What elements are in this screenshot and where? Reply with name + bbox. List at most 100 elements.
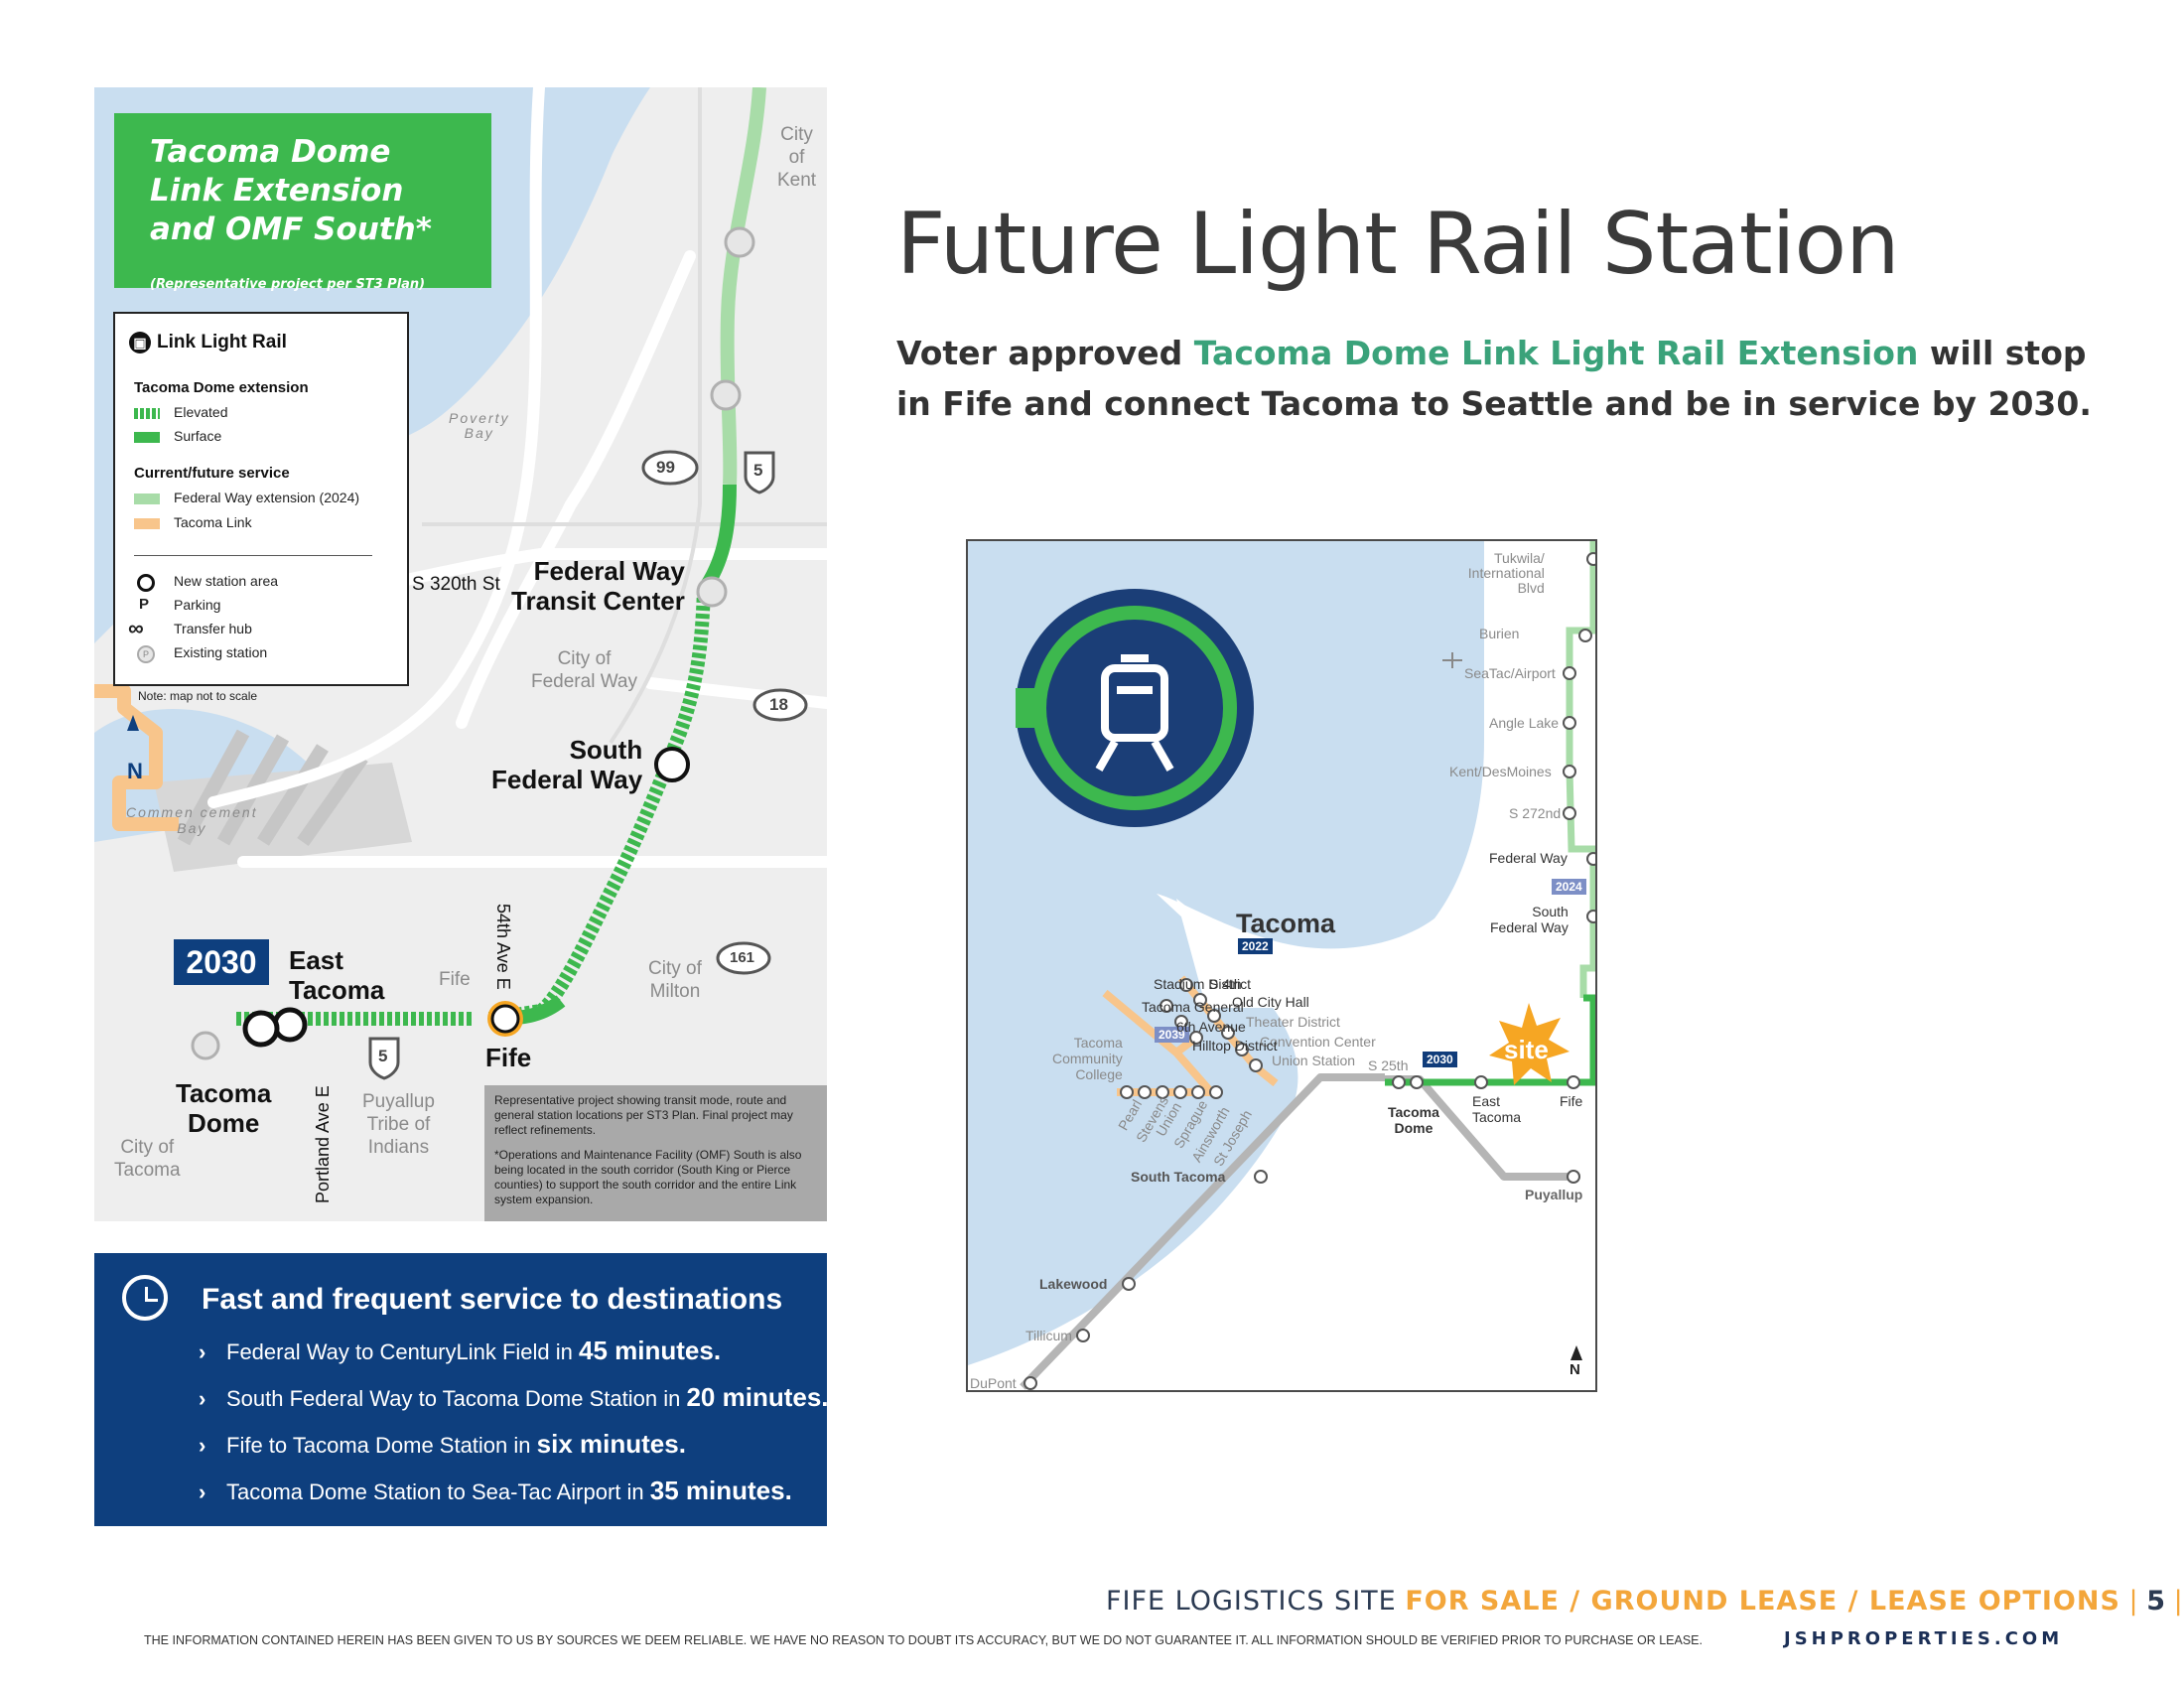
rstn-tukwila-line-1: Tukwila/: [1494, 550, 1545, 566]
service-item: ›Tacoma Dome Station to Sea-Tac Airport …: [199, 1476, 792, 1506]
rstn-union-station: Union Station: [1272, 1053, 1356, 1068]
legend-tacoma-link-label: Tacoma Link: [174, 514, 252, 530]
service-item-time: 35 minutes.: [649, 1476, 792, 1505]
place-tacoma-line-2: Tacoma: [114, 1160, 181, 1181]
rstn-seatac: SeaTac/Airport: [1464, 665, 1556, 681]
rstn-burien: Burien: [1479, 626, 1520, 641]
rstn-stadium: Stadium District: [1154, 976, 1252, 992]
rstn-tcc-line-3: College: [1075, 1066, 1123, 1082]
place-city-of-federal-way: City of Federal Way: [531, 647, 637, 693]
station-tacoma-dome: Tacoma Dome: [176, 1078, 271, 1138]
chevron-right-icon: ›: [199, 1433, 206, 1458]
rstn-sfw-line-2: Federal Way: [1490, 919, 1569, 935]
map-title-line-1: Tacoma Dome: [150, 134, 391, 170]
intro-text: Voter approved Tacoma Dome Link Light Ra…: [896, 328, 2117, 429]
badge-2039: 2039: [1155, 1027, 1189, 1043]
shield-5-south: 5: [378, 1047, 388, 1065]
chevron-right-icon: ›: [199, 1339, 206, 1364]
rstn-east-tacoma: East Tacoma: [1472, 1093, 1521, 1125]
legend-heading-text: Link Light Rail: [157, 332, 287, 353]
regional-rail-map: Tacoma site N 2022 2039 2030 2024 Tukwil…: [966, 539, 1597, 1392]
rstn-s25th: S 25th: [1368, 1057, 1409, 1073]
rstn-s272: S 272nd: [1509, 805, 1562, 821]
rstn-s4th: S 4th: [1209, 976, 1242, 992]
service-heading: Fast and frequent service to destination…: [202, 1283, 783, 1316]
link-extension-map: Tacoma Dome Link Extension and OMF South…: [94, 87, 827, 1221]
footer-end-bar: |: [2173, 1586, 2183, 1617]
badge-2030: 2030: [1423, 1052, 1457, 1067]
place-commencement-line-1: Commen cement: [126, 804, 258, 820]
footer-site: FIFE LOGISTICS SITE: [1106, 1586, 1397, 1617]
map-title-box: Tacoma Dome Link Extension and OMF South…: [114, 113, 491, 292]
badge-2024: 2024: [1552, 879, 1586, 895]
rstn-dupont: DuPont: [970, 1375, 1017, 1391]
station-east-tacoma-line-1: East: [289, 945, 343, 975]
place-commencement-bay: Commen cement Bay: [126, 804, 258, 836]
footer-options: FOR SALE / GROUND LEASE / LEASE OPTIONS: [1405, 1586, 2120, 1617]
place-kent-line-2: of: [788, 147, 805, 168]
rstn-tillicum: Tillicum: [1025, 1328, 1072, 1343]
place-poverty-bay-line-1: Poverty: [449, 410, 510, 426]
site-label: site: [1504, 1035, 1549, 1064]
rstn-tacoma-dome-line-1: Tacoma: [1388, 1104, 1439, 1120]
map-subtitle: (Representative project per ST3 Plan): [150, 277, 426, 292]
service-item: ›South Federal Way to Tacoma Dome Statio…: [199, 1382, 829, 1413]
service-item-text: Fife to Tacoma Dome Station in: [226, 1433, 537, 1458]
page-title: Future Light Rail Station: [896, 195, 1900, 294]
place-puyallup-line-2: Tribe of: [366, 1114, 431, 1135]
badge-2022: 2022: [1238, 938, 1273, 954]
rstn-tcc: Tacoma Community College: [1052, 1035, 1123, 1082]
service-item: ›Federal Way to CenturyLink Field in 45 …: [199, 1336, 721, 1366]
shield-18: 18: [769, 695, 788, 714]
station-sfw-line-2: Federal Way: [491, 765, 643, 794]
rstn-kent-desmoines: Kent/DesMoines: [1449, 764, 1552, 779]
disclaimer: THE INFORMATION CONTAINED HEREIN HAS BEE…: [144, 1633, 1703, 1647]
map-note-p1: Representative project showing transit m…: [494, 1093, 793, 1137]
rstn-hilltop: Hilltop District: [1192, 1038, 1278, 1054]
place-kent-line-1: City: [780, 124, 813, 145]
website-link[interactable]: JSHPROPERTIES.COM: [1784, 1628, 2064, 1649]
clock-icon: [122, 1275, 168, 1321]
station-circle-icon: [137, 574, 155, 592]
north-label: N: [127, 759, 143, 783]
place-puyallup-line-3: Indians: [367, 1137, 430, 1158]
rstn-federal-way: Federal Way: [1489, 850, 1568, 866]
place-poverty-bay-line-2: Bay: [464, 425, 494, 441]
shield-5-north: 5: [753, 461, 763, 480]
legend-parking-label: Parking: [174, 597, 221, 613]
place-puyallup-line-1: Puyallup: [362, 1091, 435, 1112]
rstn-convention: Convention Center: [1260, 1034, 1376, 1050]
intro-part2: will stop in Fife and connect Tacoma to …: [896, 334, 2092, 423]
footer-separator: |: [2128, 1586, 2138, 1617]
station-fife: Fife: [485, 1043, 532, 1072]
chevron-right-icon: ›: [199, 1479, 206, 1504]
rstn-theater: Theater District: [1246, 1014, 1340, 1030]
intro-part1: Voter approved: [896, 334, 1194, 372]
rstn-sfw-line-1: South: [1532, 904, 1569, 919]
rstn-south-tacoma: South Tacoma: [1131, 1169, 1226, 1185]
place-kent-line-3: Kent: [777, 170, 817, 191]
place-federal-way-line-2: Federal Way: [531, 671, 637, 692]
map-note-p2: *Operations and Maintenance Facility (OM…: [494, 1148, 802, 1206]
rstn-east-tacoma-line-2: Tacoma: [1472, 1109, 1522, 1125]
place-commencement-line-2: Bay: [177, 820, 207, 836]
rstn-tukwila-line-2: International: [1467, 565, 1545, 581]
shield-161: 161: [730, 949, 755, 966]
legend-group-service: Current/future service: [134, 465, 290, 482]
rstn-sixth-ave: 6th Avenue: [1176, 1019, 1246, 1035]
train-icon: ▣: [129, 332, 151, 353]
station-south-federal-way: South Federal Way: [491, 735, 642, 794]
rstn-lakewood: Lakewood: [1039, 1276, 1108, 1292]
intro-highlight: Tacoma Dome Link Light Rail Extension: [1193, 334, 1919, 372]
station-fwtc-line-2: Transit Center: [511, 586, 685, 616]
footer-line: FIFE LOGISTICS SITE FOR SALE / GROUND LE…: [1106, 1586, 2183, 1617]
place-milton-line-2: Milton: [649, 981, 701, 1002]
legend-elevated-label: Elevated: [174, 404, 228, 420]
rstn-fife: Fife: [1560, 1093, 1583, 1109]
rstn-puyallup: Puyallup: [1525, 1187, 1583, 1202]
shield-99: 99: [656, 458, 675, 477]
rstn-tacoma-dome-line-2: Dome: [1394, 1120, 1433, 1136]
legend-transfer-label: Transfer hub: [174, 621, 252, 636]
rstn-tcc-line-1: Tacoma: [1073, 1035, 1123, 1051]
rstn-angle-lake: Angle Lake: [1489, 715, 1560, 731]
